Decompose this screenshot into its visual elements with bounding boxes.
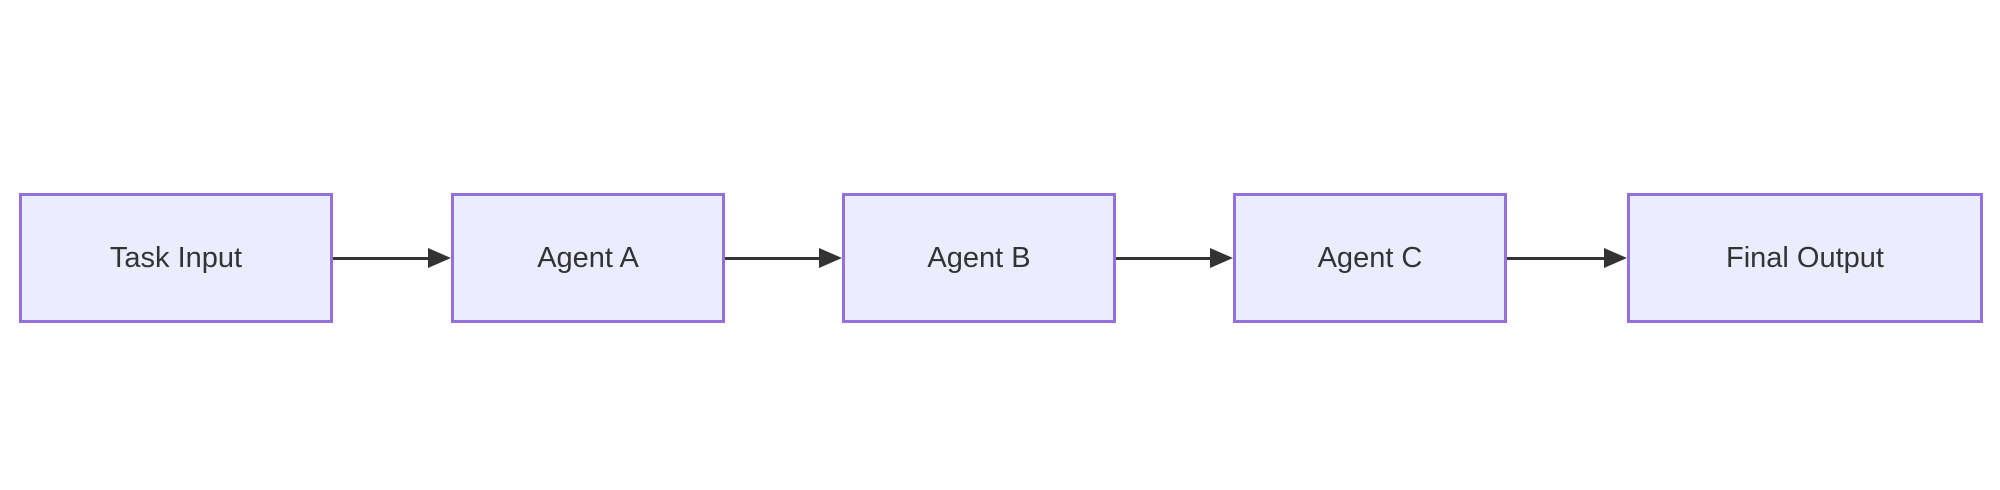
arrow-head-icon [1210,248,1233,268]
arrow-head-icon [1604,248,1627,268]
node-final-output: Final Output [1627,193,1983,323]
arrow-shaft [1507,256,1607,260]
node-agent-c: Agent C [1233,193,1507,323]
node-label: Task Input [109,241,243,274]
arrow-shaft [1116,256,1213,260]
arrow-shaft [725,256,822,260]
arrow-shaft [333,256,431,260]
node-task-input: Task Input [19,193,333,323]
node-agent-b: Agent B [842,193,1116,323]
arrow-head-icon [819,248,842,268]
node-label: Agent A [537,241,639,274]
node-label: Final Output [1726,241,1884,274]
arrow-head-icon [428,248,451,268]
node-label: Agent C [1317,241,1423,274]
node-label: Agent B [927,241,1031,274]
node-agent-a: Agent A [451,193,725,323]
